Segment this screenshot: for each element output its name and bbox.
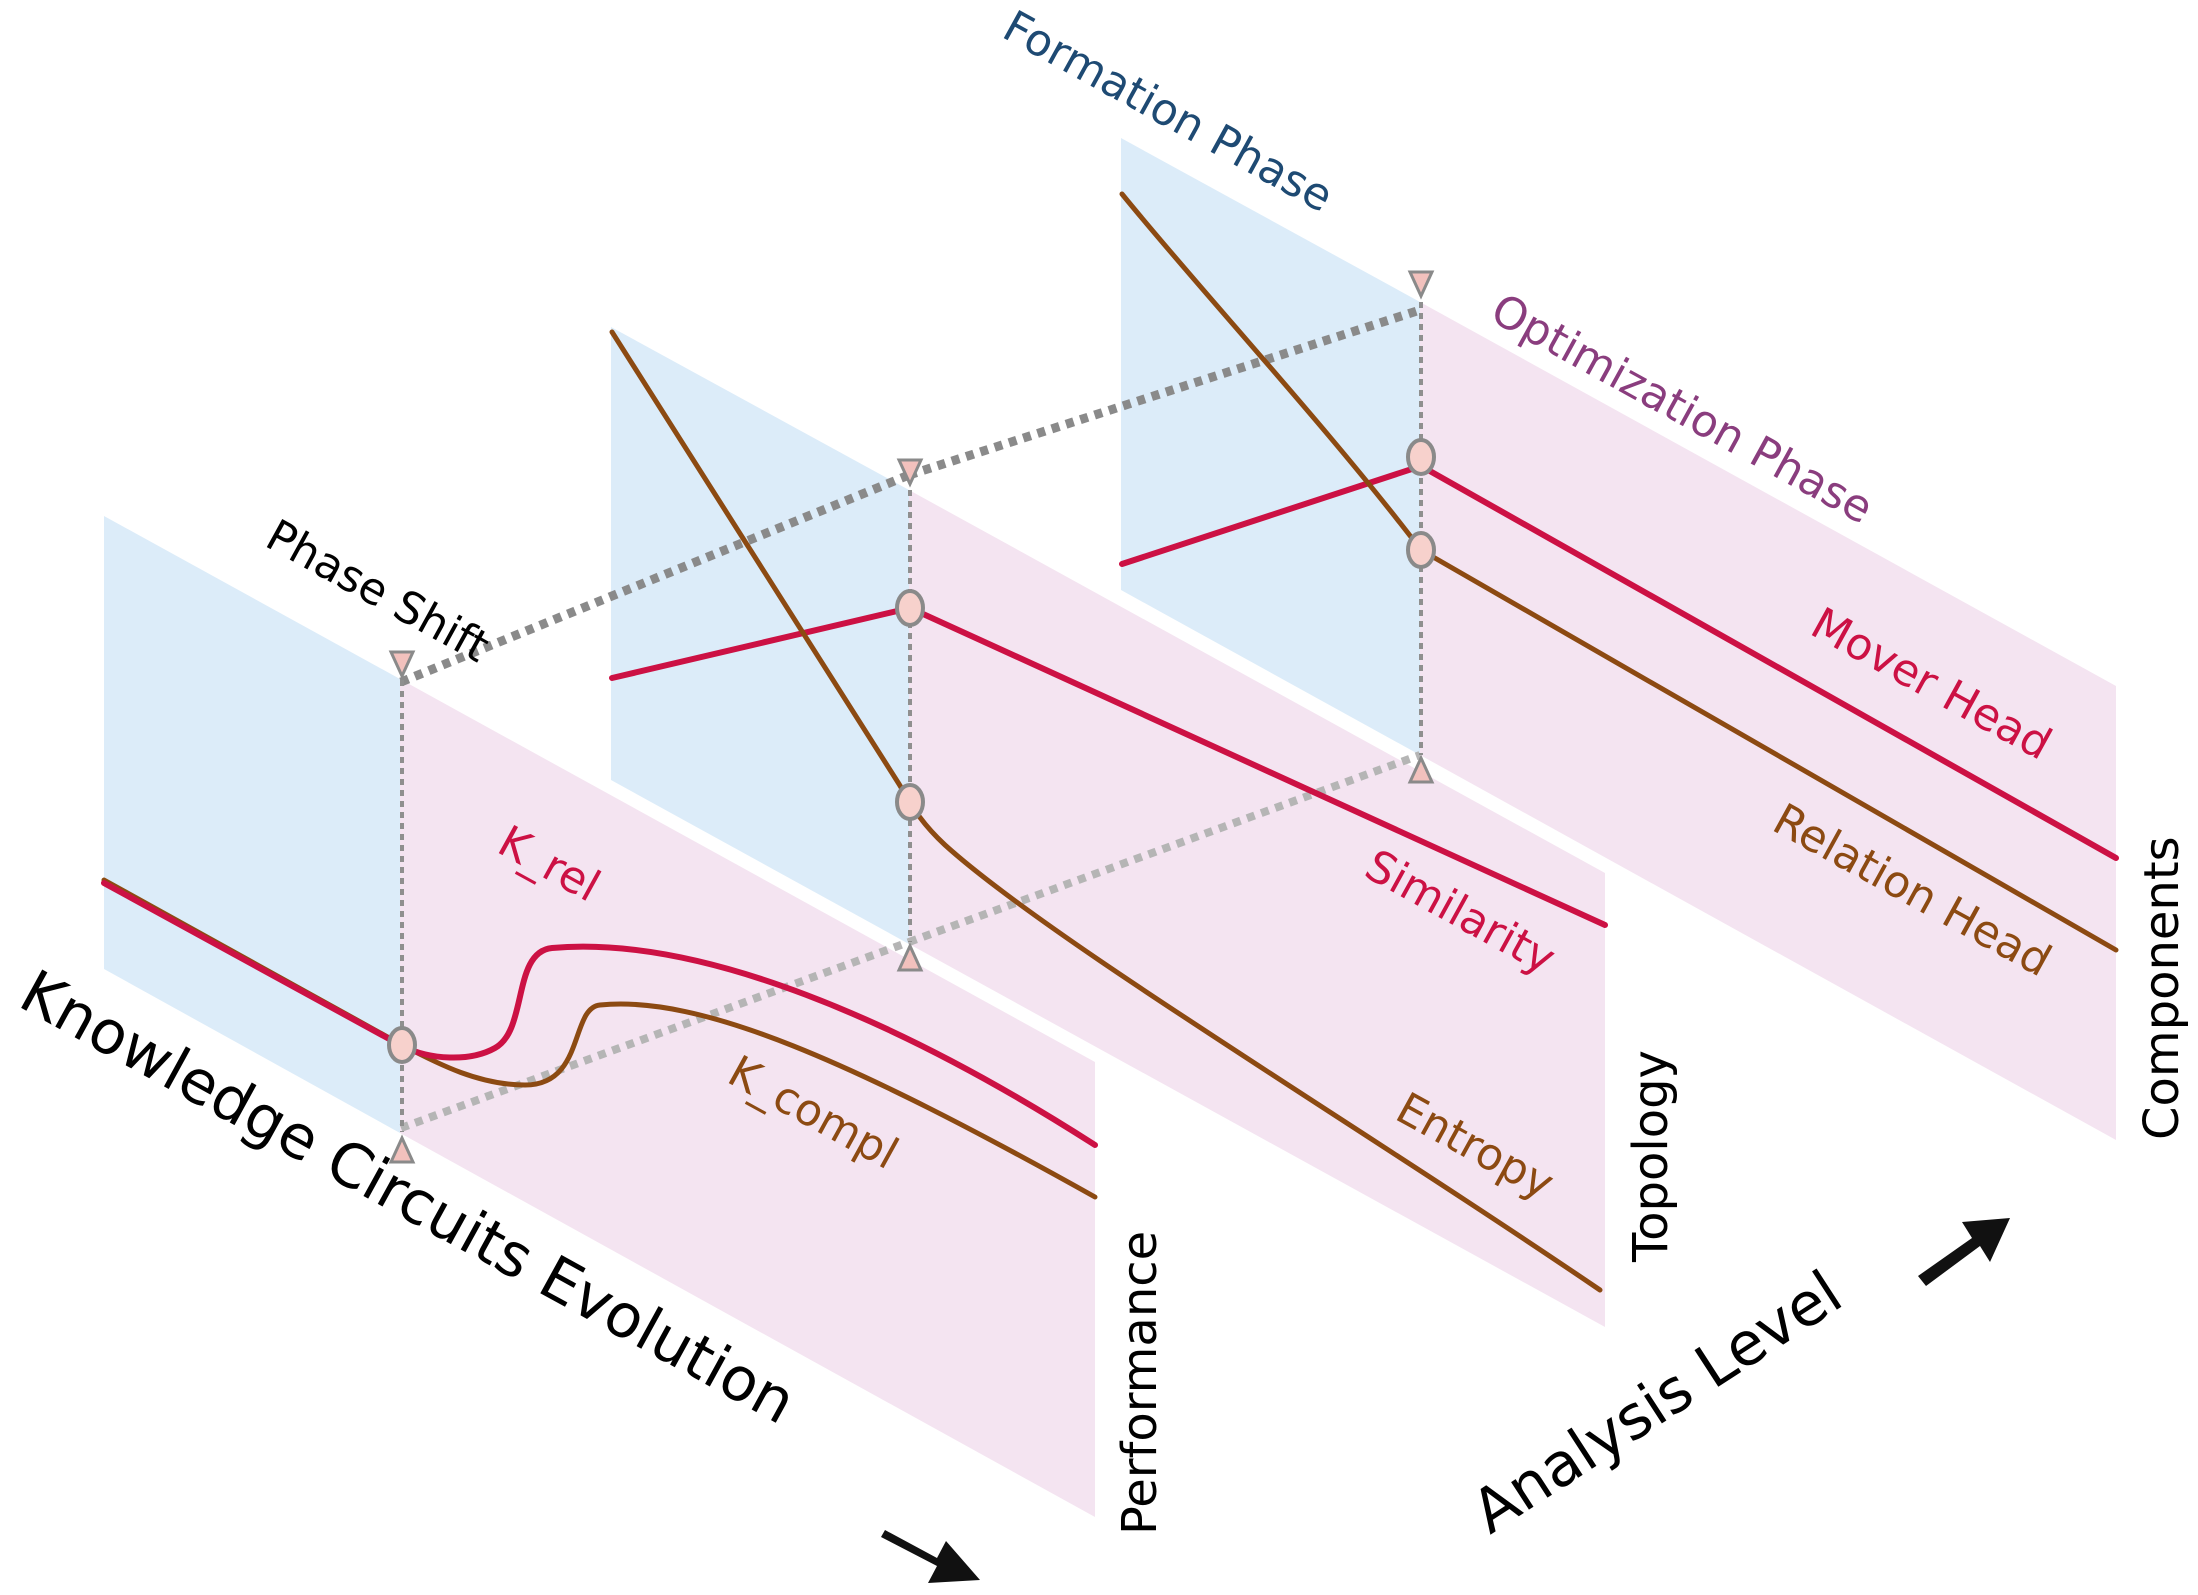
marker-up-performance <box>388 1134 416 1164</box>
relation-head-curve <box>1119 191 2119 953</box>
mover-head-node <box>1406 438 1436 476</box>
entropy-node <box>895 783 925 821</box>
analysis-level-label: Analysis Level <box>1460 1258 1854 1548</box>
relation-head-node <box>1406 531 1436 569</box>
bottom-connector-2 <box>907 751 1422 946</box>
marker-down-components <box>1407 270 1435 300</box>
components-optimization-region <box>1420 302 2116 1140</box>
performance-curves <box>101 877 1098 1200</box>
marker-up-components <box>1407 754 1435 784</box>
k-compl-curve <box>101 877 1098 1200</box>
performance-node <box>387 1026 417 1064</box>
evolution-arrow-icon <box>881 1530 980 1583</box>
similarity-node <box>895 589 925 627</box>
phase-shift-connectors <box>399 305 1422 1132</box>
topology-formation-region <box>611 327 909 944</box>
boundary-markers <box>388 270 1435 1164</box>
performance-panel <box>104 516 1095 1517</box>
analysis-level-arrow-icon <box>1918 1218 2010 1286</box>
components-axis-label: Components <box>2134 836 2190 1140</box>
marker-up-topology <box>896 942 924 972</box>
bottom-connector-1 <box>399 938 911 1132</box>
topology-panel <box>611 327 1605 1327</box>
components-formation-region <box>1121 138 1420 755</box>
performance-formation-region <box>104 516 400 1133</box>
top-connector-1 <box>399 470 911 687</box>
marker-down-performance <box>388 650 416 680</box>
phase-nodes <box>387 438 1436 1064</box>
performance-optimization-region <box>400 679 1095 1517</box>
axis-arrows <box>881 1218 2010 1583</box>
topology-axis-label: Topology <box>1623 1050 1679 1263</box>
k-rel-curve <box>101 880 1098 1148</box>
marker-down-topology <box>896 458 924 488</box>
performance-axis-label: Performance <box>1112 1231 1168 1535</box>
topology-optimization-region <box>909 490 1605 1327</box>
components-panel <box>1121 138 2116 1140</box>
